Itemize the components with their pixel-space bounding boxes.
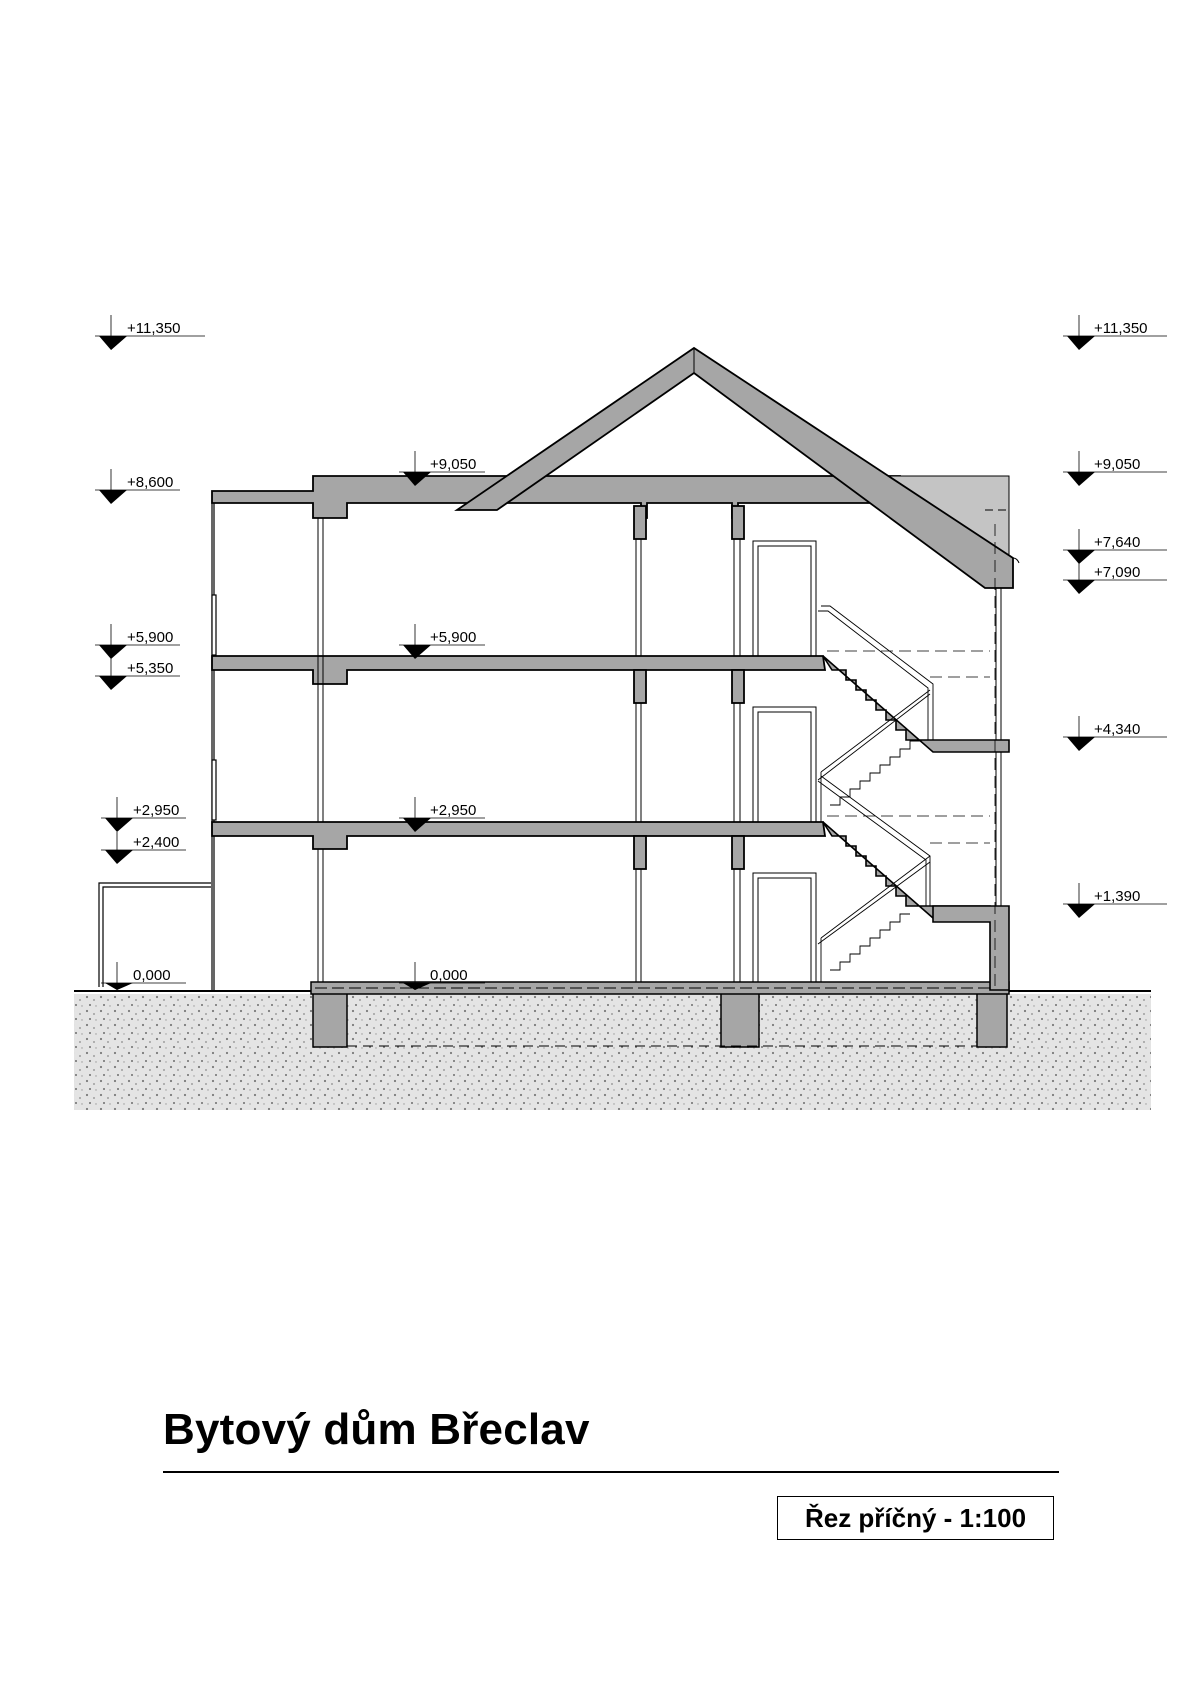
level-marker-left-5900: +5,900: [95, 624, 180, 659]
level-markers: +11,350 +11,350 +8,600 +9,050 +9,050: [95, 315, 1167, 990]
roof: [454, 346, 1020, 589]
ground: [74, 990, 1151, 1110]
level-marker-left-8600: +8,600: [95, 469, 180, 504]
title-divider: [163, 1471, 1059, 1473]
level-label: 0,000: [133, 967, 171, 984]
level-label: +5,350: [127, 660, 173, 677]
level-marker-left-2950: +2,950: [101, 797, 186, 832]
left-annex: [98, 500, 217, 990]
level-label: +1,390: [1094, 888, 1140, 905]
level-label: +4,340: [1094, 721, 1140, 738]
level-label: +2,400: [133, 834, 179, 851]
level-label: +11,350: [1094, 320, 1148, 337]
level-marker-right-11350: +11,350: [1063, 315, 1167, 350]
level-marker-mid-9050: +9,050: [399, 451, 485, 486]
drawing-title: Bytový dům Břeclav: [163, 1405, 590, 1454]
level-marker-right-1390: +1,390: [1063, 883, 1167, 918]
level-label: +7,640: [1094, 534, 1140, 551]
level-label: +2,950: [430, 802, 476, 819]
level-marker-left-5350: +5,350: [95, 658, 180, 690]
level-label: +5,900: [430, 629, 476, 646]
level-label: +7,090: [1094, 564, 1140, 581]
level-marker-mid-0000: 0,000: [399, 962, 485, 990]
level-label: +9,050: [1094, 456, 1140, 473]
staircase: [817, 524, 1010, 991]
floor-slabs: [211, 475, 901, 870]
level-marker-left-2400: +2,400: [101, 832, 186, 864]
level-marker-left-0000: 0,000: [101, 962, 186, 990]
level-marker-mid-5900: +5,900: [399, 624, 485, 659]
level-marker-right-4340: +4,340: [1063, 716, 1167, 751]
drawing-subtitle: Řez příčný - 1:100: [777, 1496, 1054, 1540]
level-marker-mid-2950: +2,950: [399, 797, 485, 832]
level-label: +2,950: [133, 802, 179, 819]
foundations: [312, 992, 1008, 1048]
level-label: +5,900: [127, 629, 173, 646]
doors: [752, 540, 817, 983]
level-marker-right-7640: +7,640: [1063, 529, 1167, 564]
level-label: +11,350: [127, 320, 181, 337]
level-label: 0,000: [430, 967, 468, 984]
level-marker-right-7090: +7,090: [1063, 562, 1167, 594]
walls: [317, 518, 1002, 982]
level-label: +8,600: [127, 474, 173, 491]
level-label: +9,050: [430, 456, 476, 473]
level-marker-right-9050: +9,050: [1063, 451, 1167, 486]
level-marker-left-11350: +11,350: [95, 315, 205, 350]
